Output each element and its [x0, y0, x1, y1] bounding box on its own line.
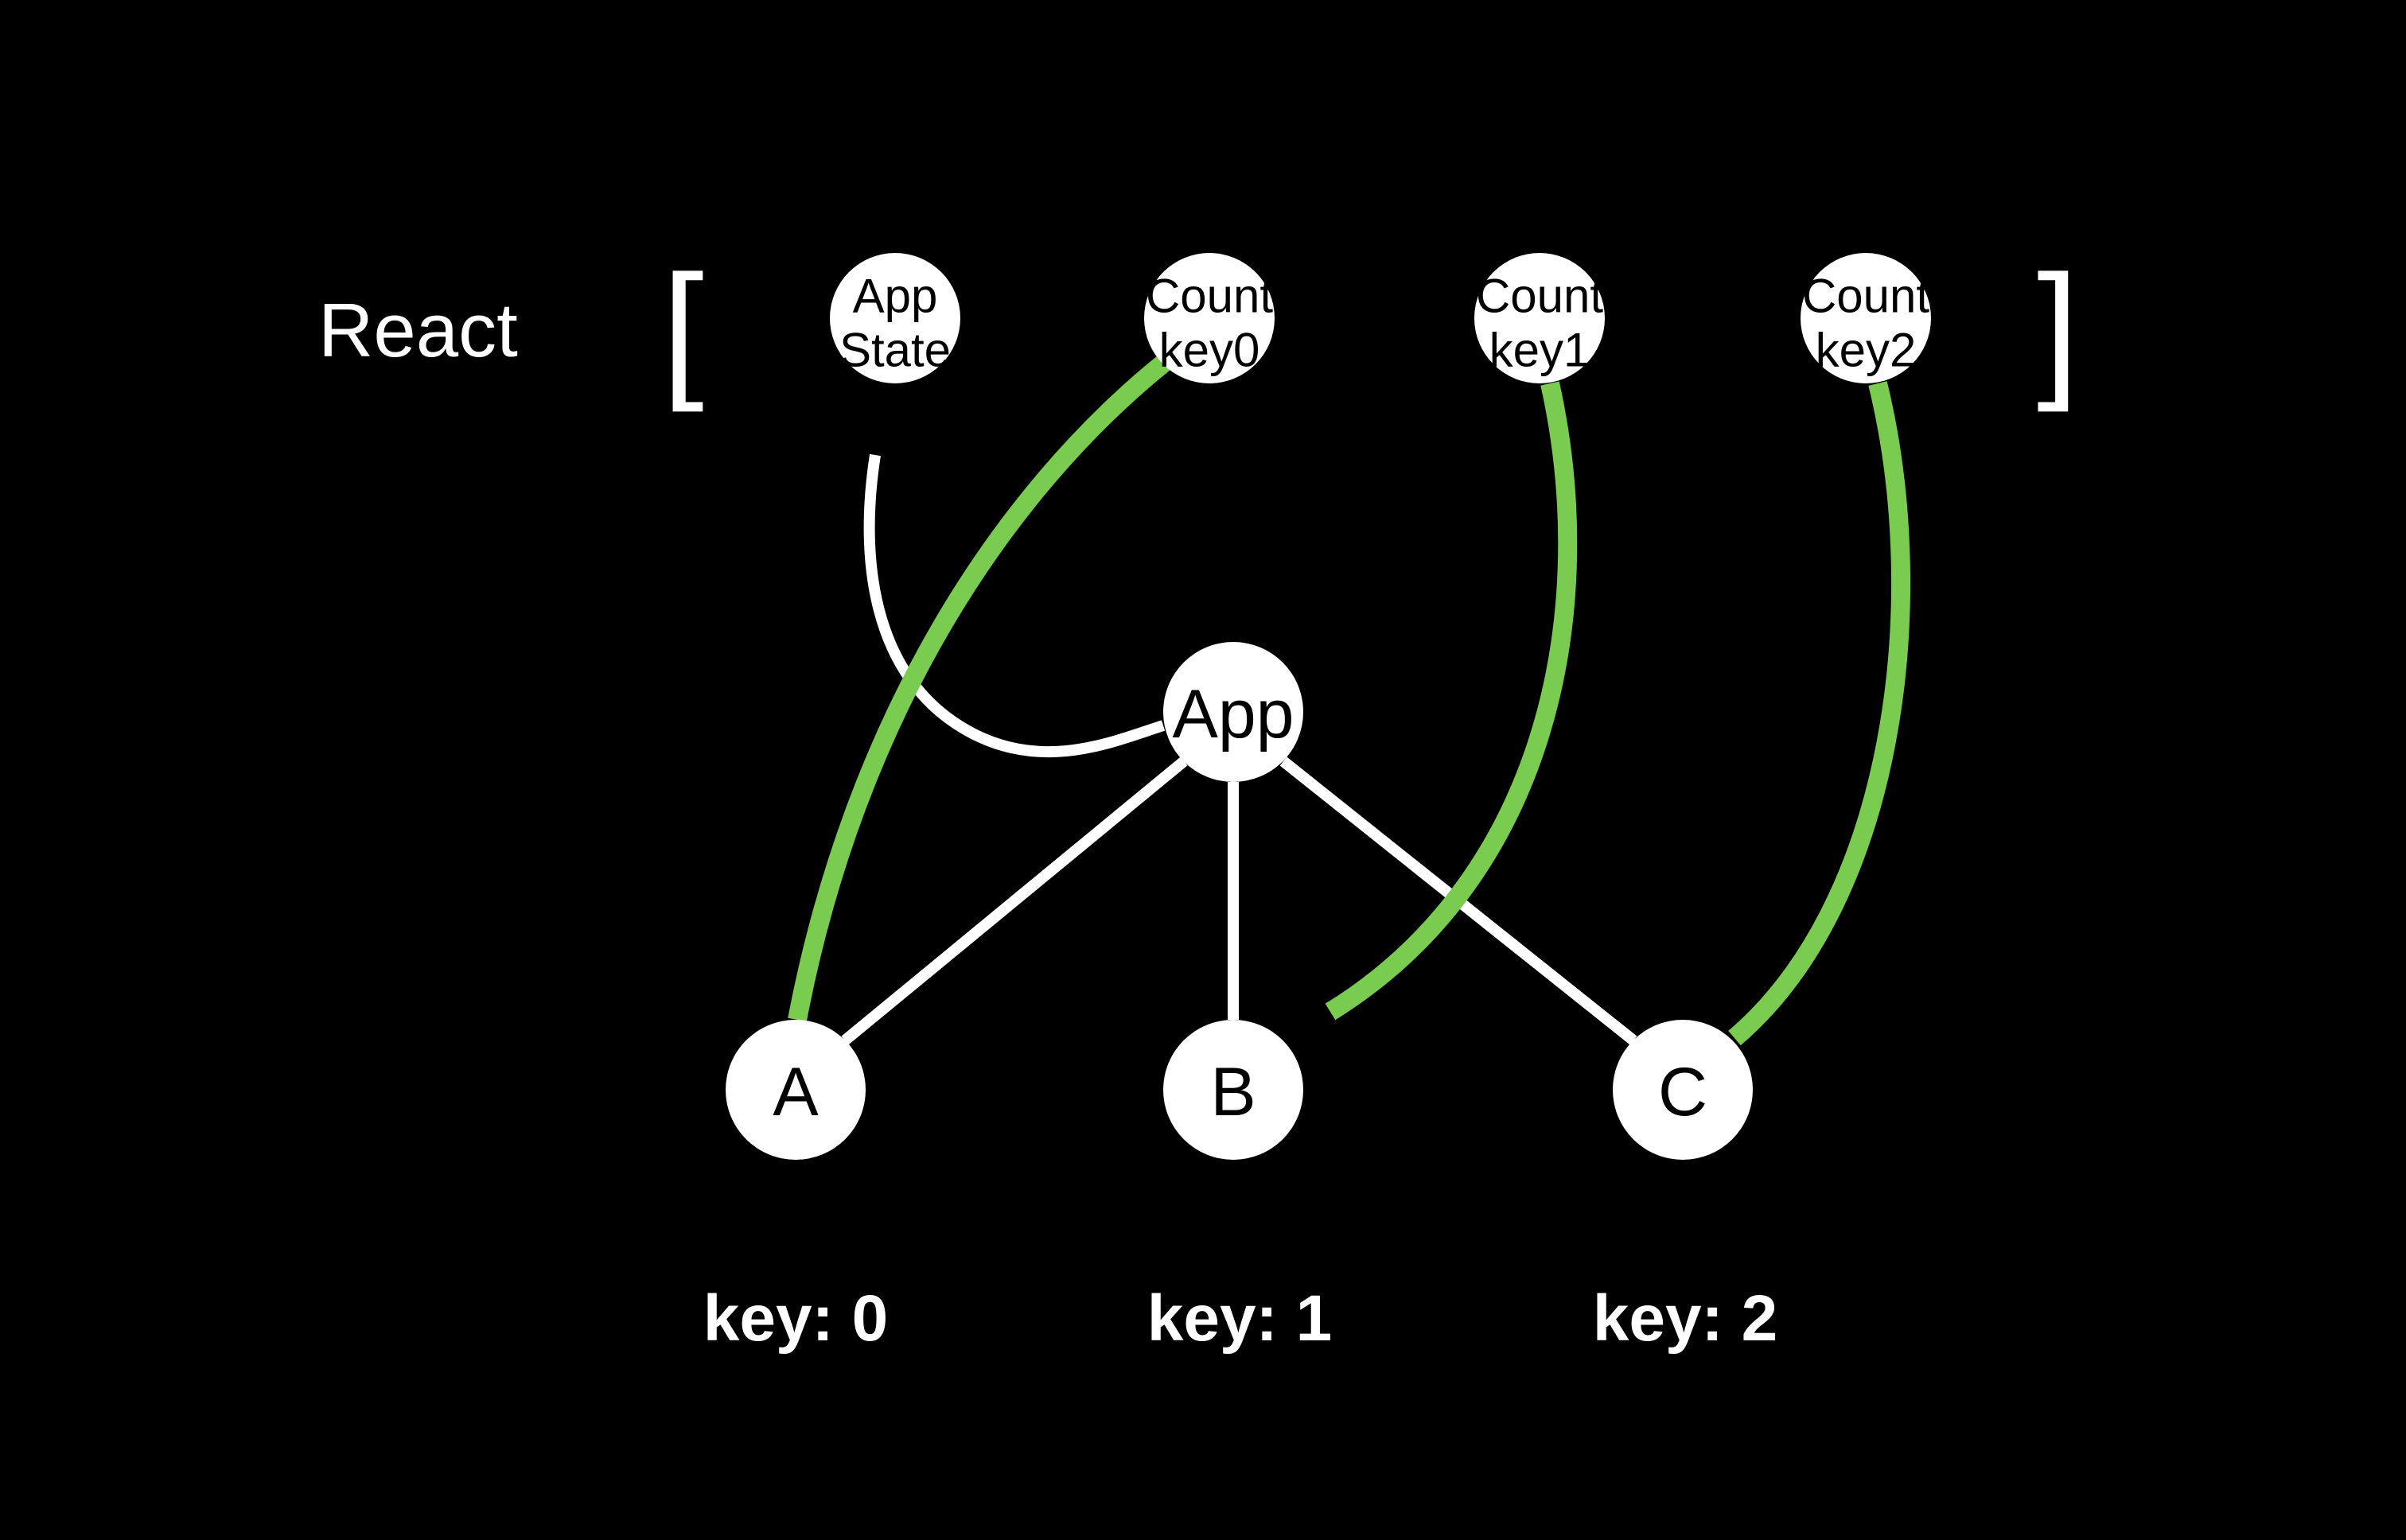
count-key1-line1: Count	[1476, 270, 1603, 323]
app-circle	[1163, 642, 1303, 782]
count-key2-line1: Count	[1802, 270, 1929, 323]
b-label: B	[1210, 1054, 1256, 1130]
count-key0-circle	[1144, 253, 1275, 383]
a-circle	[726, 1020, 866, 1160]
app-label: App	[1172, 676, 1294, 752]
node-count-key1[interactable]: Count key1	[1474, 253, 1605, 383]
key-caption-0: key: 0	[703, 1282, 889, 1355]
count-key0-line2: key0	[1159, 324, 1260, 377]
react-label: React	[318, 288, 518, 373]
edge-app-state-to-app	[863, 453, 1166, 758]
key-caption-2: key: 2	[1593, 1282, 1778, 1355]
edge-count-key0-to-a	[788, 355, 1170, 1022]
count-key2-circle	[1801, 253, 1931, 383]
bracket-close: ]	[2037, 244, 2079, 413]
count-key1-line2: key1	[1489, 324, 1590, 377]
c-circle	[1613, 1020, 1753, 1160]
edge-app-to-a	[841, 756, 1188, 1045]
key-caption-1: key: 1	[1147, 1282, 1333, 1355]
edge-count-key1-to-b	[1325, 381, 1578, 1021]
node-a[interactable]: A	[726, 1020, 866, 1160]
app-state-line2: State	[839, 324, 951, 377]
edge-count-key2-to-c	[1728, 381, 1911, 1046]
c-label: C	[1658, 1054, 1707, 1130]
node-c[interactable]: C	[1613, 1020, 1753, 1160]
app-state-line1: App	[853, 270, 938, 323]
count-key1-circle	[1474, 253, 1605, 383]
node-app[interactable]: App	[1163, 642, 1303, 782]
node-b[interactable]: B	[1163, 1020, 1303, 1160]
bracket-open: [	[662, 244, 704, 413]
node-count-key2[interactable]: Count key2	[1801, 253, 1931, 383]
count-key2-line2: key2	[1816, 324, 1917, 377]
app-state-circle	[830, 253, 960, 383]
node-count-key0[interactable]: Count key0	[1144, 253, 1275, 383]
b-circle	[1163, 1020, 1303, 1160]
count-key0-line1: Count	[1146, 270, 1273, 323]
a-label: A	[773, 1054, 819, 1130]
node-app-state[interactable]: App State	[830, 253, 960, 383]
